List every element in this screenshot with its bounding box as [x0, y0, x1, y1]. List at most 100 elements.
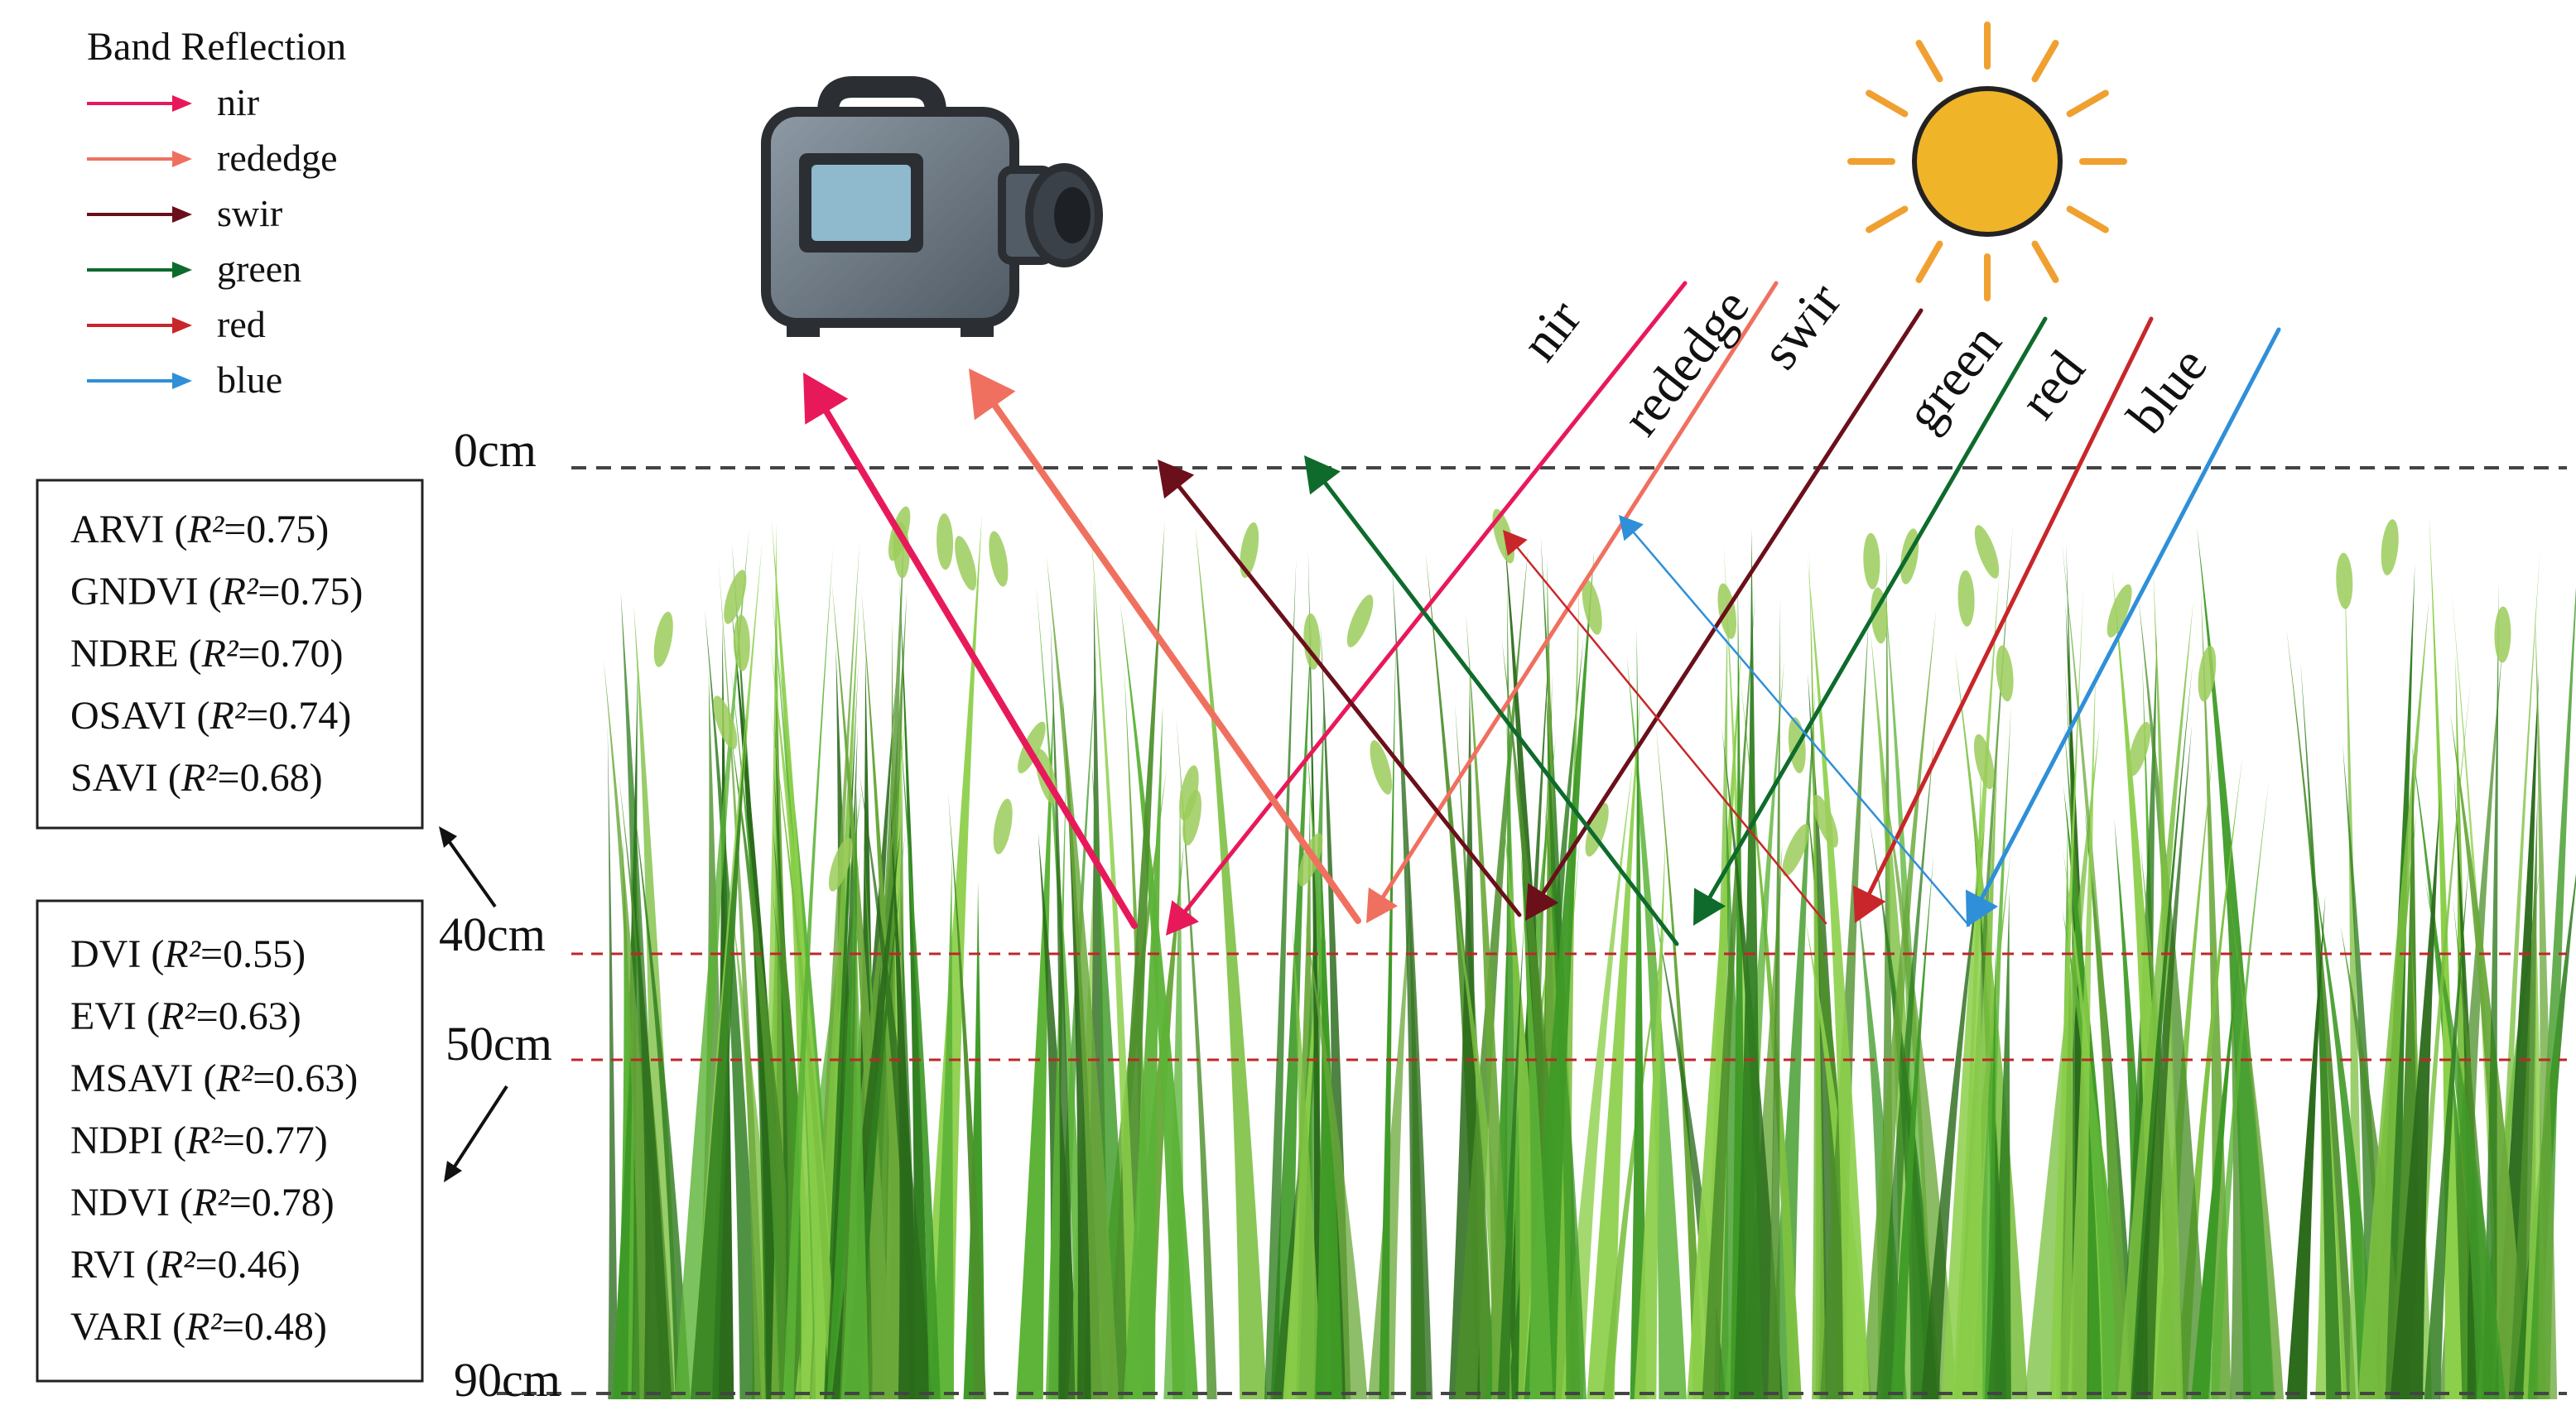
grass-blade: [690, 712, 748, 1399]
reflected-arrow-green-head: [1304, 455, 1341, 495]
reflected-arrow-red: [1516, 546, 1827, 925]
grass-blade: [2191, 938, 2241, 1399]
legend-label-blue: blue: [217, 359, 282, 401]
grass-blade: [1655, 723, 1705, 1399]
grass-seed-head: [1179, 765, 1199, 821]
grass-seed-head: [1182, 790, 1201, 846]
index-name: DVI: [70, 932, 141, 976]
index-row: DVI (R²=0.55): [70, 932, 306, 976]
index-name: ARVI: [70, 508, 164, 551]
grass-seed-head: [2336, 552, 2353, 609]
index-row: EVI (R²=0.63): [70, 994, 301, 1038]
index-paren-close: ): [315, 1119, 328, 1162]
index-r2-value: =0.63: [253, 1056, 344, 1100]
grass-seed-head: [1018, 721, 1046, 774]
index-row: VARI (R²=0.48): [70, 1305, 327, 1349]
grass-seed-head: [733, 614, 750, 671]
legend-swatch-head-rededge: [172, 151, 192, 167]
index-paren-close: ): [288, 994, 301, 1038]
index-paren-close: ): [315, 508, 329, 551]
grass-seed-head: [1585, 802, 1609, 857]
legend-title: Band Reflection: [87, 25, 346, 69]
grass-blade: [2357, 598, 2429, 1399]
grass-blade: [1687, 640, 1742, 1399]
grass-blade: [1314, 829, 1343, 1399]
grass-blade: [2117, 600, 2193, 1399]
band-label-swir: swir: [1750, 272, 1852, 380]
grass-blade: [831, 583, 893, 1399]
index-r2-value: =0.68: [218, 756, 310, 800]
grass-blade: [1292, 925, 1322, 1399]
r2-symbol: R²: [185, 1305, 223, 1349]
band-label-green: green: [1894, 313, 2012, 442]
grass-seed-head: [2107, 584, 2132, 638]
index-paren-open: (: [136, 1243, 159, 1287]
index-name: NDRE: [70, 632, 179, 676]
index-row: MSAVI (R²=0.63): [70, 1056, 358, 1100]
r2-symbol: R²: [159, 994, 197, 1038]
grass-seed-head: [1974, 525, 2000, 579]
sun-ray: [2031, 40, 2059, 83]
pointer-arrow-lower-head: [444, 1161, 462, 1182]
grass-blade: [2130, 662, 2193, 1399]
grass-blade: [2482, 580, 2499, 1399]
pointer-arrow-upper-head: [439, 826, 457, 848]
band-arrows: [803, 281, 2281, 946]
incident-arrow-swir: [1541, 308, 1924, 895]
incident-arrow-red-head: [1852, 885, 1886, 923]
grass-blade: [769, 703, 840, 1399]
band-label-rededge: rededge: [1611, 277, 1760, 445]
depth-label-40cm: 40cm: [439, 907, 546, 961]
sun-ray: [1866, 205, 1909, 233]
grass-blade: [2138, 596, 2209, 1399]
grass-blade: [1561, 762, 1634, 1399]
grass-blade: [1454, 546, 1529, 1399]
index-paren-open: (: [179, 632, 202, 676]
grass-blade: [840, 907, 869, 1399]
sun-ray: [1866, 89, 1909, 118]
grass-blade: [1768, 596, 1781, 1399]
legend-swatch-head-red: [172, 317, 192, 334]
grass-seed-head: [937, 513, 954, 570]
index-paren-close: ): [338, 694, 351, 738]
incident-arrow-swir-head: [1525, 883, 1559, 921]
grass-blade: [1466, 612, 1512, 1399]
grass-blade: [632, 788, 691, 1399]
grass-blade: [1807, 559, 1870, 1399]
grass-seed-head: [713, 695, 738, 749]
depth-label-90cm: 90cm: [454, 1353, 561, 1407]
index-paren-close: ): [330, 632, 343, 676]
grass-seed-head: [1346, 594, 1374, 647]
grass-blade: [1016, 682, 1055, 1399]
grass-seed-head: [955, 536, 977, 591]
grass-seed-head: [993, 798, 1013, 854]
grass-blade: [2374, 563, 2415, 1399]
index-r2-value: =0.55: [200, 932, 292, 976]
index-row: RVI (R²=0.46): [70, 1243, 301, 1287]
grass-field: [603, 506, 2576, 1400]
legend-label-green: green: [217, 248, 301, 290]
grass-seed-head: [828, 837, 853, 892]
index-r2-value: =0.75: [258, 570, 349, 614]
grass-blade: [1264, 558, 1297, 1399]
index-row: ARVI (R²=0.75): [70, 508, 329, 551]
incident-arrow-red: [1867, 316, 2154, 896]
grass-blade: [1497, 912, 1525, 1399]
index-paren-close: ): [292, 932, 306, 976]
index-r2-value: =0.78: [229, 1181, 321, 1225]
pointer-arrow-lower: [450, 1085, 508, 1173]
grass-blade: [1119, 601, 1199, 1399]
grass-blade: [1544, 802, 1587, 1399]
grass-blade: [1920, 824, 1986, 1399]
grass-blade: [607, 723, 619, 1399]
grass-blade: [1392, 566, 1433, 1399]
grass-blade: [1304, 917, 1368, 1399]
grass-seed-head: [989, 531, 1009, 587]
upper-index-box-frame: [36, 479, 424, 830]
grass-seed-head: [1973, 734, 1995, 790]
index-row: SAVI (R²=0.68): [70, 756, 323, 800]
incident-arrow-rededge: [1380, 281, 1779, 899]
grass-blade: [1702, 592, 1755, 1399]
grass-blade: [1890, 854, 1934, 1399]
grass-blade: [1587, 691, 1641, 1399]
